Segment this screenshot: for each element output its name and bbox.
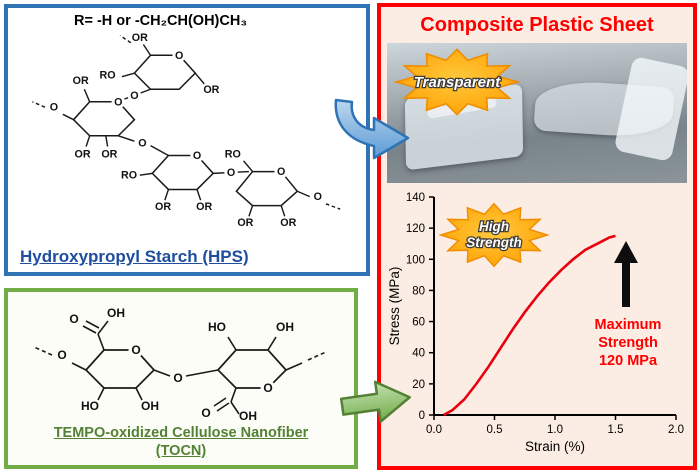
atom-label: O: [130, 90, 138, 102]
plastic-sheet: [613, 56, 687, 162]
hps-panel: R= -H or -CH₂CH(OH)CH₃: [4, 4, 370, 276]
blue-arrow-icon: [334, 98, 410, 160]
atom-label: OR: [203, 84, 219, 96]
hps-structure-drawing: OR RO OR O O OR O OR OR O O RO OR OR O O…: [32, 32, 341, 229]
x-tick-label: 0.5: [487, 424, 503, 436]
x-tick-label: 1.0: [547, 424, 563, 436]
atom-label: O: [314, 191, 322, 203]
atom-label: O: [201, 406, 210, 420]
atom-label: OH: [107, 306, 125, 320]
y-tick-label: 0: [419, 410, 425, 422]
atom-label: OH: [276, 320, 294, 334]
hps-label: Hydroxypropyl Starch (HPS): [20, 247, 249, 266]
atom-label: O: [175, 50, 183, 62]
atom-label: HO: [208, 320, 226, 334]
atom-label: OR: [73, 75, 89, 87]
r-group-note: R= -H or -CH₂CH(OH)CH₃: [74, 13, 248, 29]
atom-label: OR: [132, 32, 148, 44]
atom-label: OH: [239, 409, 257, 423]
transparent-badge-text: Transparent: [414, 74, 501, 91]
x-tick-group: 0.0 0.5 1.0 1.5 2.0: [426, 415, 684, 436]
hps-bonds: [32, 34, 341, 217]
atom-label: O: [50, 102, 58, 114]
atom-label: O: [277, 166, 285, 178]
atom-label: RO: [121, 170, 137, 182]
tocn-structure-drawing: O O OH O HO OH O HO OH O O OH: [33, 306, 327, 423]
tocn-bonds: [33, 320, 327, 415]
high-strength-badge: High Strength: [439, 202, 549, 268]
atom-label: O: [227, 167, 235, 179]
atom-label: OR: [74, 148, 90, 160]
atom-label: O: [173, 371, 182, 385]
transparent-badge: Transparent: [395, 48, 519, 116]
x-tick-label: 2.0: [668, 424, 684, 436]
atom-label: OR: [101, 148, 117, 160]
stress-strain-curve: [443, 234, 616, 417]
max-strength-line3: 120 MPa: [599, 353, 658, 369]
y-tick-group: 0 20 40 60 80 100 120 140: [406, 192, 434, 422]
atom-label: HO: [81, 399, 99, 413]
hps-to-composite-arrow: [334, 98, 410, 160]
atom-label: OR: [280, 217, 296, 229]
atom-label: O: [69, 312, 78, 326]
max-strength-line1: Maximum: [595, 317, 662, 333]
tocn-atom-labels: O O OH O HO OH O HO OH O O OH: [55, 306, 294, 423]
x-tick-label: 1.5: [608, 424, 624, 436]
composite-sheet-photo: Transparent: [387, 43, 687, 183]
max-strength-line2: Strength: [598, 335, 658, 351]
atom-label: RO: [100, 70, 116, 82]
tocn-label-line2: (TOCN): [155, 442, 207, 459]
hps-atom-labels: OR RO OR O O OR O OR OR O O RO OR OR O O…: [47, 32, 325, 229]
x-axis-label: Strain (%): [525, 439, 585, 454]
atom-label: O: [138, 138, 146, 150]
high-strength-line1: High: [479, 219, 509, 234]
tocn-label-line1: TEMPO-oxidized Cellulose Nanofiber: [53, 424, 309, 441]
atom-label: OR: [155, 201, 171, 213]
tocn-panel: O O OH O HO OH O HO OH O O OH TEMPO-oxid…: [4, 288, 358, 469]
atom-label: OR: [196, 201, 212, 213]
y-tick-label: 100: [406, 254, 425, 266]
green-arrow-icon: [340, 380, 411, 423]
y-tick-label: 80: [412, 285, 425, 297]
y-tick-label: 60: [412, 317, 425, 329]
tocn-label: TEMPO-oxidized Cellulose Nanofiber (TOCN…: [8, 424, 354, 460]
atom-label: O: [114, 96, 122, 108]
atom-label: OR: [237, 217, 253, 229]
y-tick-label: 20: [412, 379, 425, 391]
max-strength-arrow-icon: [614, 241, 638, 307]
atom-label: O: [193, 150, 201, 162]
tocn-to-composite-arrow: [340, 380, 411, 423]
high-strength-line2: Strength: [466, 235, 522, 250]
y-axis-label: Stress (MPa): [387, 267, 402, 346]
atom-label: OH: [141, 399, 159, 413]
atom-label: O: [263, 381, 272, 395]
y-tick-label: 40: [412, 348, 425, 360]
atom-label: O: [57, 348, 66, 362]
x-tick-label: 0.0: [426, 424, 442, 436]
composite-title: Composite Plastic Sheet: [420, 14, 654, 36]
atom-label: RO: [225, 148, 241, 160]
y-tick-label: 120: [406, 223, 425, 235]
stress-strain-chart: 0.0 0.5 1.0 1.5 2.0 0 20 40 60 80 100 120 140 Strai…: [387, 192, 684, 454]
atom-label: O: [131, 343, 140, 357]
y-tick-label: 140: [406, 192, 425, 204]
